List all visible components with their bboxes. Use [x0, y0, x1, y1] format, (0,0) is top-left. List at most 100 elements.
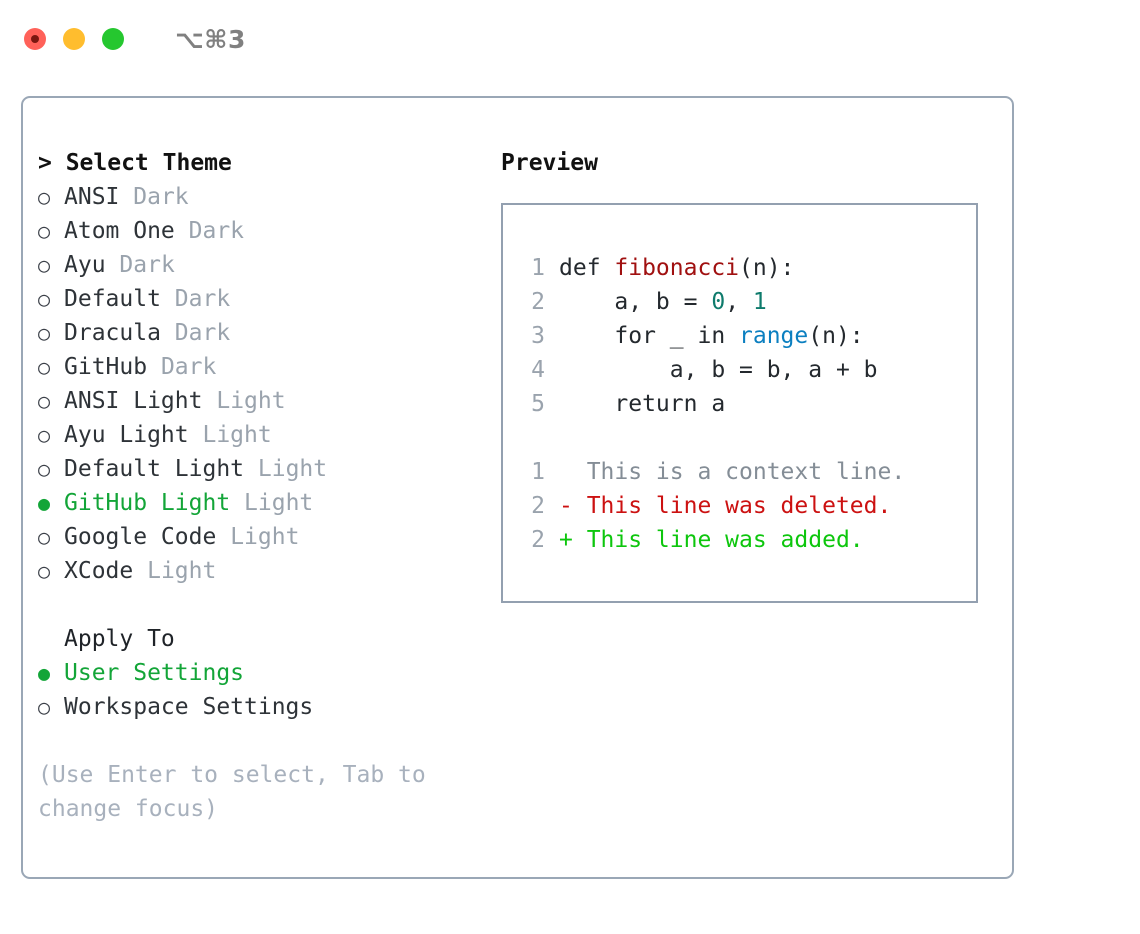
radio-icon: ○ [38, 695, 51, 719]
preview-column: Preview 1 def fibonacci(n): 2 a, b = 0, … [501, 146, 1001, 603]
theme-variant: Dark [188, 218, 245, 244]
diff-text: This is a context line. [559, 459, 906, 485]
code-line: 1 def fibonacci(n): [519, 251, 976, 285]
theme-variant: Light [244, 490, 314, 516]
theme-name: Google Code [64, 524, 217, 550]
code-sample-block: 1 def fibonacci(n): 2 a, b = 0, 1 3 for … [519, 251, 976, 421]
diff-text: + This line was added. [559, 527, 864, 553]
theme-option-default-dark[interactable]: ○ Default Dark [38, 282, 488, 316]
theme-name: ANSI Light [64, 388, 203, 414]
theme-name: ANSI [64, 184, 120, 210]
window-controls [24, 28, 124, 50]
line-number: 3 [531, 323, 545, 349]
line-number: 5 [531, 391, 545, 417]
code-token: , [725, 289, 753, 315]
radio-icon: ○ [38, 321, 51, 345]
line-number: 4 [531, 357, 545, 383]
theme-name: XCode [64, 558, 134, 584]
theme-variant: Dark [174, 286, 231, 312]
theme-option-github-dark[interactable]: ○ GitHub Dark [38, 350, 488, 384]
theme-option-ansi-dark[interactable]: ○ ANSI Dark [38, 180, 488, 214]
theme-name: Dracula [64, 320, 161, 346]
theme-variant: Light [216, 388, 286, 414]
preview-box: 1 def fibonacci(n): 2 a, b = 0, 1 3 for … [501, 203, 978, 603]
line-number: 2 [531, 289, 545, 315]
code-token: (n): [808, 323, 864, 349]
apply-to-option-user-settings[interactable]: ● User Settings [38, 656, 488, 690]
theme-variant: Dark [160, 354, 217, 380]
theme-variant: Dark [174, 320, 231, 346]
code-line: 5 return a [519, 387, 976, 421]
diff-line-deleted: 2 - This line was deleted. [519, 489, 976, 523]
theme-name: GitHub Light [64, 490, 231, 516]
theme-option-github-light[interactable]: ● GitHub Light Light [38, 486, 488, 520]
apply-to-header: Apply To [64, 626, 175, 652]
radio-icon: ○ [38, 457, 51, 481]
theme-variant: Dark [133, 184, 189, 210]
radio-icon: ○ [38, 423, 51, 447]
preview-header: Preview [501, 150, 598, 176]
radio-icon: ○ [38, 219, 51, 243]
code-line: 4 a, b = b, a + b [519, 353, 976, 387]
radio-icon-selected: ● [38, 491, 51, 515]
radio-icon: ○ [38, 389, 51, 413]
diff-line-context: 1 This is a context line. [519, 455, 976, 489]
diff-sample-block: 1 This is a context line. 2 - This line … [519, 455, 976, 557]
radio-icon: ○ [38, 525, 51, 549]
code-token-function: fibonacci [614, 255, 740, 281]
radio-icon: ○ [38, 355, 51, 379]
theme-option-atom-one-dark[interactable]: ○ Atom One Dark [38, 214, 488, 248]
theme-name: Ayu Light [64, 422, 189, 448]
line-number: 1 [531, 255, 545, 281]
radio-icon: ○ [38, 559, 51, 583]
code-token: def [559, 255, 615, 281]
apply-to-option-workspace-settings[interactable]: ○ Workspace Settings [38, 690, 488, 724]
line-number: 2 [531, 527, 545, 553]
select-theme-header: > Select Theme [38, 150, 232, 176]
code-token: (n): [739, 255, 795, 281]
apply-to-label: User Settings [64, 660, 245, 686]
theme-variant: Light [147, 558, 217, 584]
theme-variant: Dark [119, 252, 175, 278]
theme-option-dracula-dark[interactable]: ○ Dracula Dark [38, 316, 488, 350]
theme-option-ansi-light[interactable]: ○ ANSI Light Light [38, 384, 488, 418]
code-token: for _ in [559, 323, 740, 349]
maximize-button-icon[interactable] [102, 28, 124, 50]
theme-name: Atom One [64, 218, 175, 244]
theme-name: Default Light [64, 456, 245, 482]
theme-list-column: > Select Theme ○ ANSI Dark ○ Atom One Da… [38, 146, 488, 826]
keyboard-hint-text: (Use Enter to select, Tab to change focu… [38, 762, 426, 822]
apply-to-option-list: ● User Settings ○ Workspace Settings [38, 656, 488, 724]
code-token: a, b = [559, 289, 712, 315]
theme-option-xcode[interactable]: ○ XCode Light [38, 554, 488, 588]
preview-section-gap [519, 421, 976, 455]
list-gap-spacer [38, 588, 488, 622]
code-token-number: 1 [752, 289, 767, 315]
code-line: 3 for _ in range(n): [519, 319, 976, 353]
keyboard-shortcut-label: ⌥⌘3 [175, 24, 246, 54]
theme-picker-panel: > Select Theme ○ ANSI Dark ○ Atom One Da… [21, 96, 1014, 879]
code-token: a, b = b, a + b [559, 357, 878, 383]
theme-name: GitHub [64, 354, 148, 380]
code-token-builtin: range [739, 323, 809, 349]
theme-option-default-light[interactable]: ○ Default Light Light [38, 452, 488, 486]
theme-variant: Light [230, 524, 300, 550]
theme-option-list: ○ ANSI Dark ○ Atom One Dark ○ Ayu [38, 180, 488, 588]
theme-name: Default [64, 286, 161, 312]
theme-option-ayu-light[interactable]: ○ Ayu Light Light [38, 418, 488, 452]
radio-icon-selected: ● [38, 661, 51, 685]
code-token-number: 0 [711, 289, 726, 315]
close-button-icon[interactable] [24, 28, 46, 50]
radio-icon: ○ [38, 253, 51, 277]
theme-variant: Light [257, 456, 328, 482]
code-line: 2 a, b = 0, 1 [519, 285, 976, 319]
theme-option-ayu-dark[interactable]: ○ Ayu Dark [38, 248, 488, 282]
minimize-button-icon[interactable] [63, 28, 85, 50]
theme-variant: Light [202, 422, 272, 448]
radio-icon: ○ [38, 185, 51, 209]
theme-option-google-code[interactable]: ○ Google Code Light [38, 520, 488, 554]
radio-icon: ○ [38, 287, 51, 311]
code-token: return a [559, 391, 726, 417]
apply-to-label: Workspace Settings [64, 694, 314, 720]
